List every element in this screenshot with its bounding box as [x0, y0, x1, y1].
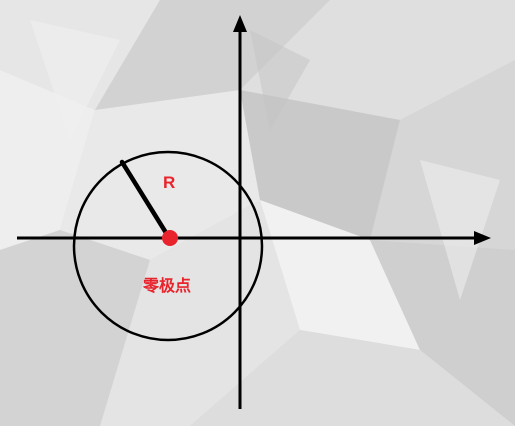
radius-label: R	[163, 173, 176, 192]
arrow-right-icon	[474, 231, 491, 245]
radius-circle	[72, 150, 264, 342]
pole-zero-label: 零极点	[143, 276, 192, 295]
pole-zero-point	[162, 230, 178, 246]
radius-line	[119, 159, 171, 239]
arrow-up-icon	[233, 15, 247, 32]
